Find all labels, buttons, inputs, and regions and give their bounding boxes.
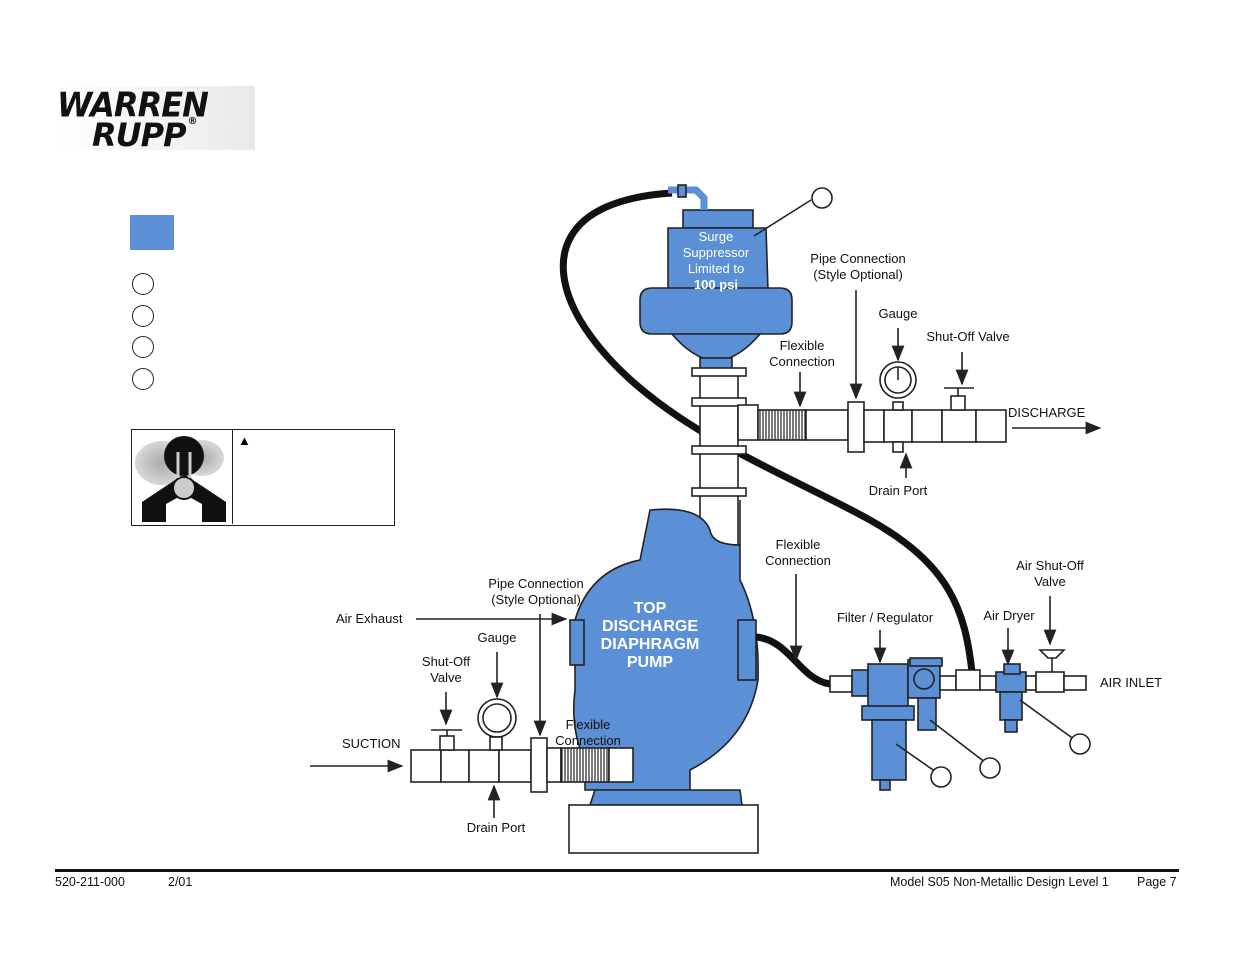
legend-callout-circle-1 [132,273,154,295]
discharge-line [737,361,1007,453]
registered-mark: ® [187,116,198,127]
suction-line [410,698,634,793]
air-exhaust-label: Air Exhaust [336,611,403,626]
flexible-bottom-line-2: Connection [555,733,621,748]
footer-model: Model S05 Non-Metallic Design Level 1 [890,875,1109,889]
warning-box: ▲ [131,429,395,526]
air-shutoff-valve-label: Air Shut-Off Valve [1004,558,1096,590]
diaphragm-pump-body [569,508,759,806]
flexible-connection-top-label: Flexible Connection [760,338,844,370]
flexible-top-line-1: Flexible [779,338,825,353]
pump-label: TOP DISCHARGE DIAPHRAGM PUMP [596,600,704,672]
shutoff-left-line-1: Shut-Off [421,654,471,669]
flexible-mid-line-1: Flexible [775,537,821,552]
surge-label-line-1: Surge [698,229,734,244]
flexible-mid-line-2: Connection [765,553,831,568]
footer-date: 2/01 [168,875,193,889]
logo-line-1: WARREN [57,85,209,125]
logo-line-2-text: RUPP [92,116,187,154]
pump-label-line-1: TOP [633,600,667,617]
pipe-connection-top-label: Pipe Connection (Style Optional) [800,251,916,283]
suction-label: SUCTION [342,736,401,751]
drain-port-bottom-label: Drain Port [466,820,526,835]
surge-label-line-3: Limited to [687,261,745,276]
discharge-label: DISCHARGE [1008,405,1086,420]
air-dryer-label: Air Dryer [983,608,1035,623]
surge-suppressor-label: Surge Suppressor Limited to 100 psi [668,229,764,293]
footer-rule [55,869,1179,872]
shutoff-valve-top-label: Shut-Off Valve [926,329,1010,344]
pipe-connection-left-label: Pipe Connection (Style Optional) [476,576,596,608]
filter-regulator-label: Filter / Regulator [836,610,934,625]
vertical-discharge-pipe [691,367,747,546]
flexible-bottom-line-1: Flexible [565,717,611,732]
pump-base [568,804,759,854]
pipe-connection-top-line-2: (Style Optional) [813,267,903,282]
drain-port-top-label: Drain Port [868,483,928,498]
footer-page: Page 7 [1137,875,1177,889]
footer-part-number: 520-211-000 [55,875,125,889]
air-shutoff-line-1: Air Shut-Off [1016,558,1084,573]
pump-label-line-4: PUMP [626,654,674,671]
gauge-left-label: Gauge [477,630,517,645]
logo-line-2: RUPP® [92,116,198,154]
air-inlet-label: AIR INLET [1100,675,1163,690]
shutoff-left-line-2: Valve [430,670,462,685]
hearing-protection-pictogram [132,430,233,524]
warning-triangle-icon: ▲ [238,433,251,448]
warren-rupp-logo: WARREN RUPP® [55,85,255,154]
flexible-connection-mid-label: Flexible Connection [756,537,840,569]
air-shutoff-line-2: Valve [1034,574,1066,589]
legend-callout-circle-2 [132,305,154,327]
legend-color-swatch [130,215,174,250]
flexible-top-line-2: Connection [769,354,835,369]
pipe-connection-top-line-1: Pipe Connection [810,251,906,266]
surge-label-line-4: 100 psi [693,277,739,292]
flexible-connection-bottom-label: Flexible Connection [548,717,628,749]
surge-label-line-2: Suppressor [682,245,750,260]
pipe-connection-left-line-2: (Style Optional) [491,592,581,607]
shutoff-valve-left-label: Shut-Off Valve [412,654,480,686]
pipe-connection-left-line-1: Pipe Connection [488,576,584,591]
pump-label-line-3: DIAPHRAGM [600,636,700,653]
air-inlet-line [755,633,1087,791]
legend-callout-circle-4 [132,368,154,390]
surge-suppressor [639,209,793,371]
pump-label-line-2: DISCHARGE [601,618,698,635]
legend-callout-circle-3 [132,336,154,358]
gauge-top-label: Gauge [878,306,918,321]
